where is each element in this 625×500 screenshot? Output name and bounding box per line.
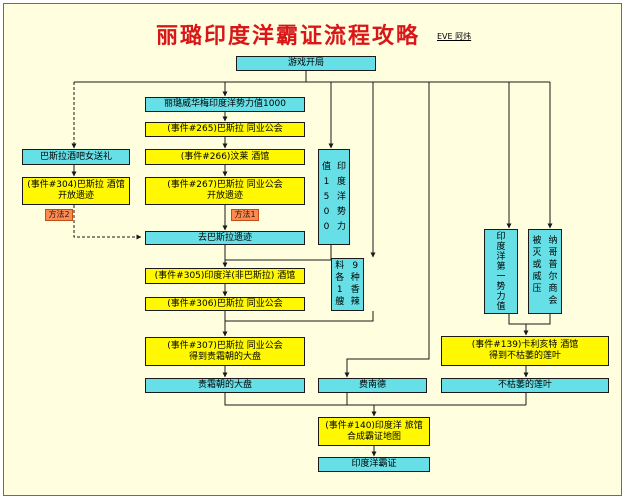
power1500-char: 0	[323, 221, 330, 232]
nagapur-char: 尔	[548, 272, 558, 282]
power1500-char: 度	[336, 176, 346, 187]
node-event-305: (事件#305)印度洋(非巴斯拉) 酒馆	[145, 268, 305, 284]
node-game-start: 游戏开局	[236, 56, 376, 71]
node-event-265: (事件#265)巴斯拉 同业公会	[145, 122, 305, 137]
nagapur-char: 灭	[532, 248, 542, 258]
node-indian-ocean-certificate: 印度洋霸证	[318, 457, 430, 472]
node-event-306: (事件#306)巴斯拉 同业公会	[145, 297, 305, 311]
spices-char: 料	[335, 261, 345, 271]
node-indian-ocean-first-power: 印 度 洋 第 一 势 力 值	[484, 229, 518, 314]
power1500-char: 值	[321, 161, 331, 172]
flowchart-canvas: 丽璐印度洋霸证流程攻略 EVE 阿炜 游戏开局 丽璐威华梅印度洋势力值1000 …	[3, 3, 622, 496]
node-bar-girl-gift: 巴斯拉酒吧女送礼	[22, 149, 130, 165]
nagapur-char: 被	[532, 236, 542, 246]
node-fernando: 费南德	[318, 378, 427, 393]
nagapur-char: 压	[532, 284, 542, 294]
power1500-char: 洋	[336, 191, 346, 202]
node-event-267: (事件#267)巴斯拉 同业公会 开放遗迹	[145, 177, 305, 205]
badge-method-2: 方法2	[45, 209, 73, 221]
node-nagapur-company: 被 纳 灭 哥 或 普 威 尔 压 商 会	[528, 229, 562, 314]
first-power-char: 度	[496, 241, 506, 252]
connector-lines	[71, 71, 553, 457]
nagapur-char: 纳	[548, 236, 558, 246]
node-event-307: (事件#307)巴斯拉 同业公会 得到贵霜朝的大盘	[145, 337, 305, 366]
nagapur-char: 会	[548, 296, 558, 306]
first-power-char: 一	[496, 271, 506, 282]
nagapur-char: 商	[548, 284, 558, 294]
nagapur-char: 哥	[548, 248, 558, 258]
first-power-char: 印	[496, 231, 506, 242]
node-go-ruins: 去巴斯拉遗迹	[145, 231, 305, 245]
first-power-char: 力	[496, 291, 506, 302]
node-kushan-plate: 贵霜朝的大盘	[145, 378, 305, 393]
node-unwithering-lotus: 不枯萎的莲叶	[441, 378, 609, 393]
page-title: 丽璐印度洋霸证流程攻略	[156, 23, 421, 49]
spices-char: 香	[350, 285, 360, 295]
node-spices: 料 9 各 种 1 香 艘 辣	[331, 258, 364, 311]
node-event-266: (事件#266)汶莱 酒馆	[145, 149, 305, 165]
first-power-char: 势	[496, 281, 506, 292]
first-power-char: 第	[496, 261, 506, 272]
node-event-140: (事件#140)印度洋 旅馆 合成霸证地图	[318, 417, 430, 446]
badge-method-1: 方法1	[231, 209, 259, 221]
spices-char: 各	[335, 273, 345, 283]
power1500-char: 势	[336, 206, 346, 217]
nagapur-char: 或	[532, 260, 542, 270]
power1500-char: 1	[323, 176, 330, 187]
power1500-char: 0	[323, 206, 330, 217]
first-power-char: 值	[496, 301, 506, 312]
nagapur-char: 威	[532, 272, 542, 282]
node-power-1500: 值 印 1 度 5 洋 0 势 0 力	[318, 149, 350, 245]
node-event-139: (事件#139)卡利亥特 酒馆 得到不枯萎的莲叶	[441, 336, 609, 366]
power1500-char: 印	[336, 161, 346, 172]
node-power-1000: 丽璐威华梅印度洋势力值1000	[145, 97, 305, 112]
spices-char: 9	[352, 261, 359, 271]
power1500-char: 力	[336, 221, 346, 232]
spices-char: 1	[336, 285, 343, 295]
spices-char: 种	[350, 273, 360, 283]
first-power-char: 洋	[496, 251, 506, 262]
author-credit: EVE 阿炜	[437, 32, 472, 41]
spices-char: 艘	[335, 297, 345, 307]
power1500-char: 5	[323, 191, 330, 202]
node-event-304: (事件#304)巴斯拉 酒馆 开放遗迹	[22, 177, 130, 205]
spices-char: 辣	[350, 297, 360, 307]
nagapur-char: 普	[548, 260, 558, 270]
